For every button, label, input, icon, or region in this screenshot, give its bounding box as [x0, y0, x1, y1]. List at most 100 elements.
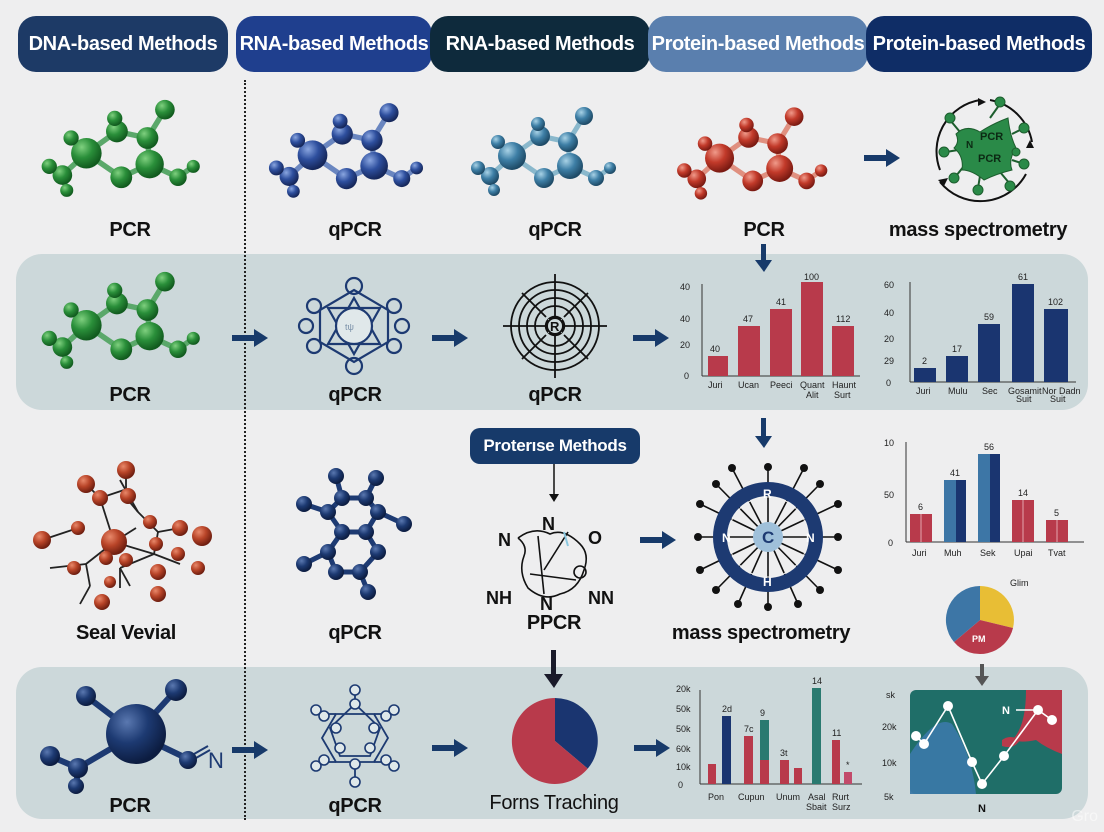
svg-text:Nor Dadn: Nor Dadn [1042, 386, 1081, 396]
watermark: Gro [1071, 808, 1098, 825]
row2-label-3: qPCR [528, 384, 582, 406]
molecule-icon-navy [296, 468, 412, 600]
header-protein-methods-1: Protein-based Methods [648, 16, 868, 72]
svg-text:41: 41 [776, 297, 786, 307]
arrow-down-gray-icon [975, 664, 989, 686]
row3-label-3: PPCR [526, 612, 582, 634]
svg-text:R: R [550, 319, 560, 334]
svg-text:PM: PM [972, 634, 986, 644]
molecule-icon-red [677, 107, 828, 200]
molecule-icon-navy-large: N [40, 679, 224, 794]
proteomics-callout: Proterıse Methods [470, 428, 640, 464]
arrow-down-icon [544, 650, 563, 688]
svg-text:112: 112 [836, 314, 850, 324]
row2-label-1: PCR [109, 384, 151, 406]
svg-text:C: C [762, 528, 774, 547]
svg-text:Ucan: Ucan [738, 380, 759, 390]
svg-text:Suit: Suit [1016, 394, 1032, 404]
pie-chart-small: Glim PM [945, 578, 1029, 655]
svg-text:N: N [806, 531, 815, 545]
ring-wheel-icon: C R N N H [694, 463, 842, 611]
svg-text:Upai: Upai [1014, 548, 1033, 558]
molecule-icon-green-2 [41, 271, 200, 369]
svg-text:Sbait: Sbait [806, 802, 827, 812]
svg-text:Cupun: Cupun [738, 792, 765, 802]
row1-label-5: mass spectrometry [888, 219, 1068, 241]
svg-text:40: 40 [680, 314, 690, 324]
row4-label-3: Forns Traching [489, 792, 619, 814]
column-divider [244, 80, 246, 820]
svg-text:47: 47 [743, 314, 753, 324]
row1-label-3: qPCR [528, 219, 582, 241]
target-icon: R [503, 274, 607, 378]
svg-text:NH: NH [486, 588, 512, 608]
svg-text:N: N [498, 530, 511, 550]
svg-text:40: 40 [884, 308, 894, 318]
svg-text:Alit: Alit [806, 390, 819, 400]
svg-text:NN: NN [588, 588, 614, 608]
svg-text:tψ: tψ [345, 322, 354, 332]
svg-text:2d: 2d [722, 704, 732, 714]
arrow-right-icon [864, 149, 900, 167]
svg-text:Surz: Surz [832, 802, 851, 812]
mass-spec-blob-icon: N PCR PCR [935, 96, 1034, 203]
svg-text:10k: 10k [882, 758, 897, 768]
svg-text:41: 41 [950, 468, 960, 478]
svg-text:PCR: PCR [980, 131, 1003, 143]
svg-text:102: 102 [1048, 297, 1063, 307]
svg-text:6: 6 [918, 502, 923, 512]
svg-text:20k: 20k [676, 684, 691, 694]
svg-text:0: 0 [684, 371, 689, 381]
svg-text:Pon: Pon [708, 792, 724, 802]
svg-text:17: 17 [952, 344, 962, 354]
svg-text:Quant: Quant [800, 380, 825, 390]
arrow-right-icon [634, 739, 670, 757]
header-label: Protein-based Methods [872, 32, 1086, 55]
svg-text:Unum: Unum [776, 792, 800, 802]
svg-text:Juri: Juri [916, 386, 931, 396]
svg-text:Haunt: Haunt [832, 380, 857, 390]
svg-text:100: 100 [804, 272, 819, 282]
svg-text:9: 9 [760, 708, 765, 718]
svg-text:20k: 20k [882, 722, 897, 732]
svg-text:Surt: Surt [834, 390, 851, 400]
svg-text:Juri: Juri [708, 380, 723, 390]
row1-label-4: PCR [743, 219, 785, 241]
svg-text:56: 56 [984, 442, 994, 452]
header-label: RNA-based Methods [445, 32, 635, 55]
svg-text:60: 60 [884, 280, 894, 290]
svg-text:10: 10 [884, 438, 894, 448]
arrow-right-icon [232, 329, 268, 347]
svg-text:40: 40 [680, 282, 690, 292]
svg-text:11: 11 [832, 728, 841, 738]
svg-text:61: 61 [1018, 272, 1028, 282]
header-rna-methods-2: RNA-based Methods [430, 16, 650, 72]
svg-text:2: 2 [922, 356, 927, 366]
row1-label-1: PCR [109, 219, 151, 241]
svg-text:H: H [763, 575, 772, 589]
svg-text:Peeci: Peeci [770, 380, 793, 390]
callout-label: Proterıse Methods [483, 436, 627, 455]
svg-text:Juri: Juri [912, 548, 927, 558]
chemical-structure-icon: N N O NH NN N [486, 514, 614, 614]
svg-text:R: R [763, 487, 772, 501]
svg-text:PCR: PCR [978, 153, 1001, 165]
svg-text:sk: sk [886, 690, 896, 700]
arrow-right-icon [232, 741, 268, 759]
svg-text:5k: 5k [884, 792, 894, 802]
arrow-down-thin-icon [549, 464, 559, 502]
arrow-right-icon [633, 329, 669, 347]
svg-text:N: N [966, 140, 973, 151]
svg-text:14: 14 [1018, 488, 1028, 498]
header-label: DNA-based Methods [28, 32, 218, 55]
svg-text:Mulu: Mulu [948, 386, 968, 396]
header-protein-methods-2: Protein-based Methods [866, 16, 1092, 72]
arrow-down-icon [755, 418, 772, 448]
row1-label-2: qPCR [328, 219, 382, 241]
molecule-icon-blue [268, 103, 423, 198]
svg-text:14: 14 [812, 676, 822, 686]
